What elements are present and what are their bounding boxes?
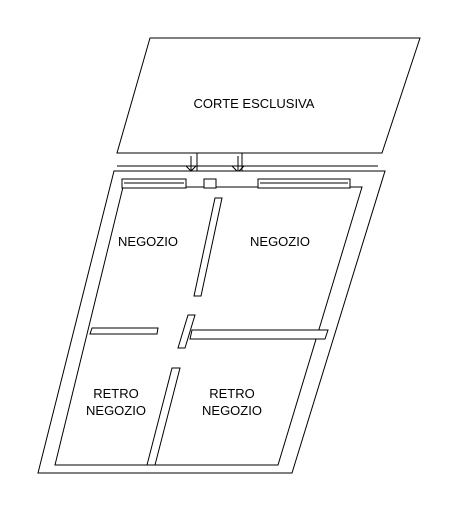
- partitions: [89, 197, 329, 466]
- door-opening: [203, 178, 217, 189]
- partition-shops-lower: [177, 314, 196, 349]
- entrance-arrows: [185, 156, 245, 173]
- room-label-back-right-line1: RETRO: [209, 386, 255, 401]
- partition-horizontal-right: [189, 329, 329, 340]
- courtyard-outline: [116, 37, 421, 154]
- courtyard-label: CORTE ESCLUSIVA: [194, 96, 315, 111]
- room-label-back-left-line2: NEGOZIO: [86, 403, 146, 418]
- room-label-back-right-line2: NEGOZIO: [202, 403, 262, 418]
- room-label-back-left-line1: RETRO: [93, 386, 139, 401]
- room-label-shop-right: NEGOZIO: [250, 234, 310, 249]
- partition-shops-upper: [193, 197, 223, 297]
- room-label-shop-left: NEGOZIO: [118, 234, 178, 249]
- partition-horizontal-left: [89, 327, 159, 335]
- partition-back: [146, 367, 181, 466]
- facade-openings: [121, 178, 351, 189]
